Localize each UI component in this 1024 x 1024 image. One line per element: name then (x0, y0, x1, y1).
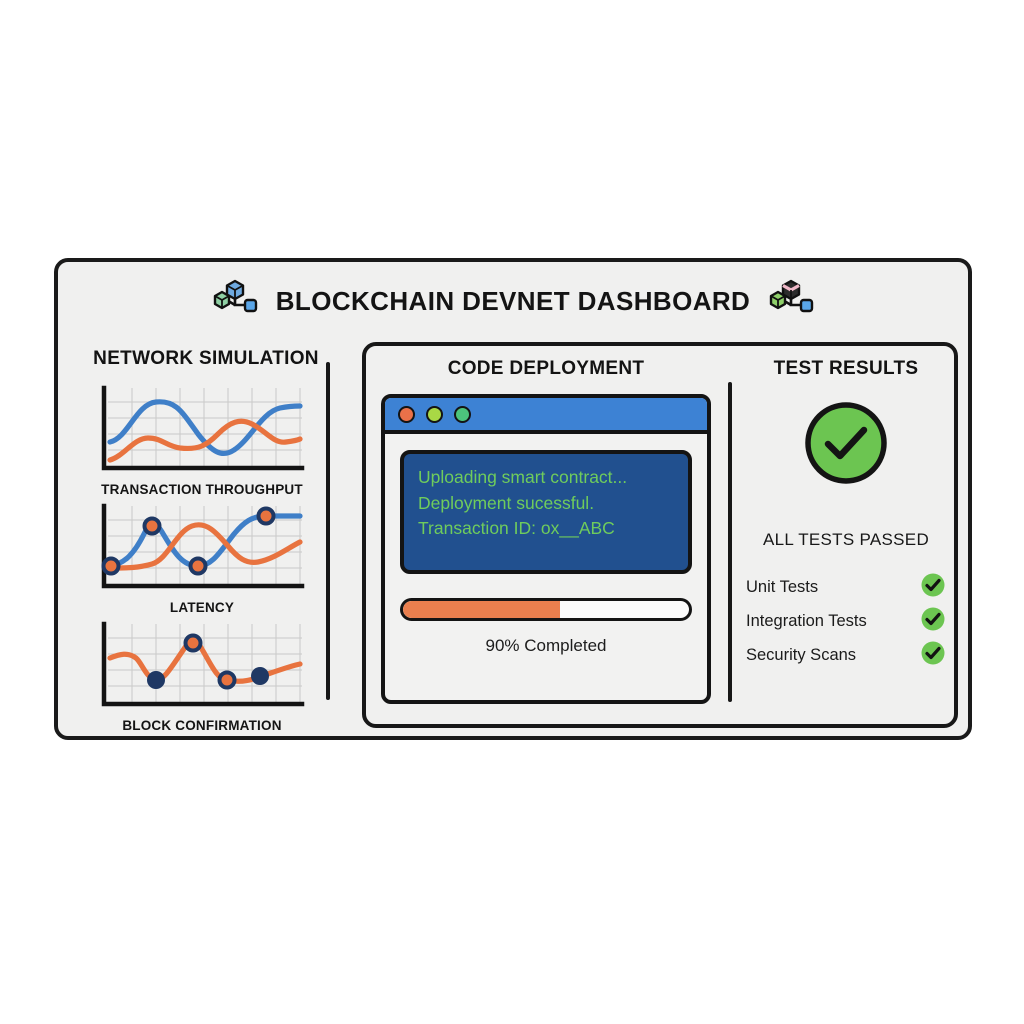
deployment-progress: 90% Completed (400, 598, 692, 656)
block-confirmation-data-markers (147, 633, 269, 690)
maximize-dot-icon[interactable] (454, 405, 471, 423)
test-item-label-security-scans: Security Scans (746, 645, 857, 664)
check-badge-icon (920, 606, 946, 637)
terminal-line-2: Deployment sucessful. (418, 492, 595, 513)
dashboard-frame: BLOCKCHAIN DEVNET DASHBOARD (54, 258, 972, 740)
check-circle-icon (801, 398, 891, 493)
test-item-label-integration-tests: Integration Tests (746, 611, 867, 630)
dashboard-header: BLOCKCHAIN DEVNET DASHBOARD (58, 272, 968, 330)
chart-block-confirmation: BLOCK CONFIRMATION (94, 620, 310, 733)
panel-divider-left (326, 362, 330, 700)
list-item[interactable]: Unit Tests (746, 570, 946, 604)
block-confirmation-plot (101, 621, 305, 707)
check-badge-icon (920, 572, 946, 603)
test-results-panel: TEST RESULTS ALL TESTS PASSED Unit Tests (742, 354, 950, 716)
progress-bar-fill (403, 601, 561, 618)
code-deployment-panel: CODE DEPLOYMENT Uploading smart contract… (378, 354, 714, 716)
deployment-window: Uploading smart contract... Deployment s… (381, 394, 711, 704)
transaction-throughput-caption: TRANSACTION THROUGHPUT (101, 482, 303, 497)
blockchain-node-icon-right (768, 279, 814, 324)
latency-plot (101, 503, 305, 589)
deployment-and-tests-panel: CODE DEPLOYMENT Uploading smart contract… (362, 342, 958, 728)
all-tests-passed-label: ALL TESTS PASSED (762, 530, 930, 549)
progress-label: 90% Completed (485, 636, 607, 655)
progress-bar-track (400, 598, 692, 621)
block-confirmation-caption: BLOCK CONFIRMATION (122, 718, 282, 733)
network-simulation-title: NETWORK SIMULATION (93, 348, 319, 369)
minimize-dot-icon[interactable] (426, 405, 443, 423)
latency-caption: LATENCY (169, 600, 235, 615)
network-simulation-panel: NETWORK SIMULATION TRANSAC (80, 332, 338, 733)
chart-latency: LATENCY (94, 502, 310, 615)
test-results-title: TEST RESULTS (773, 358, 919, 379)
transaction-throughput-plot (101, 385, 305, 471)
check-badge-icon (920, 640, 946, 671)
test-item-label-unit-tests: Unit Tests (746, 577, 819, 596)
blockchain-node-icon-left (212, 279, 258, 324)
list-item[interactable]: Integration Tests (746, 604, 946, 638)
terminal-line-3: Transaction ID: ox__ABC (418, 518, 615, 539)
deployment-terminal: Uploading smart contract... Deployment s… (400, 450, 692, 574)
close-dot-icon[interactable] (398, 405, 415, 423)
latency-data-markers (101, 506, 276, 576)
panel-divider-right (728, 382, 732, 702)
terminal-line-1: Uploading smart contract... (418, 467, 628, 487)
chart-transaction-throughput: TRANSACTION THROUGHPUT (94, 384, 310, 497)
test-items-list: Unit Tests Integration Tests (746, 570, 946, 672)
list-item[interactable]: Security Scans (746, 638, 946, 672)
code-deployment-title: CODE DEPLOYMENT (447, 358, 645, 379)
window-titlebar (385, 398, 707, 434)
page-title: BLOCKCHAIN DEVNET DASHBOARD (275, 285, 751, 316)
